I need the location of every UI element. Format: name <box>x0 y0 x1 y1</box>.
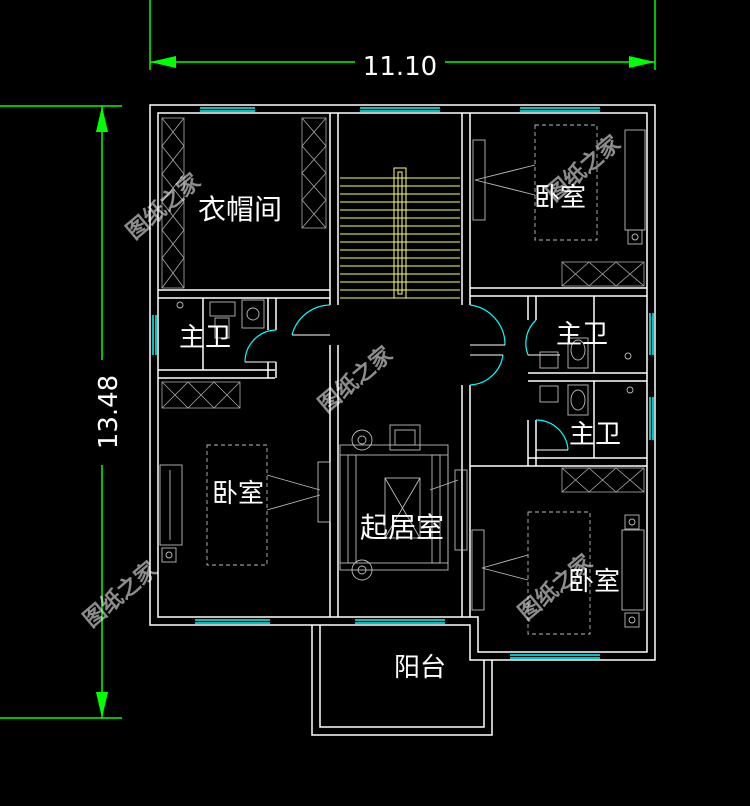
wardrobes <box>161 117 645 493</box>
walls <box>149 104 656 736</box>
doors <box>244 304 569 451</box>
furniture <box>159 124 646 635</box>
door-leaves <box>245 334 568 451</box>
watermark: 图纸之家 <box>313 341 398 418</box>
room-label-master-bath-right-bottom: 主卫 <box>569 420 621 450</box>
room-label-living-room: 起居室 <box>360 511 444 544</box>
room-label-bedroom-left: 卧室 <box>212 479 264 509</box>
width-dimension-label: 11.10 <box>363 52 437 82</box>
watermark: 图纸之家 <box>121 168 206 245</box>
windows <box>152 107 654 659</box>
dimension-lines <box>0 0 656 719</box>
room-label-balcony: 阳台 <box>394 653 446 683</box>
room-label-master-bath-right-top: 主卫 <box>556 320 608 350</box>
staircase <box>340 167 460 299</box>
room-label-bedroom-bottom-right: 卧室 <box>568 567 620 597</box>
height-dimension-label: 13.48 <box>94 375 124 449</box>
room-label-bedroom-top-right: 卧室 <box>534 183 586 213</box>
room-label-master-bath-left: 主卫 <box>179 323 231 353</box>
room-label-cloakroom: 衣帽间 <box>198 193 282 226</box>
